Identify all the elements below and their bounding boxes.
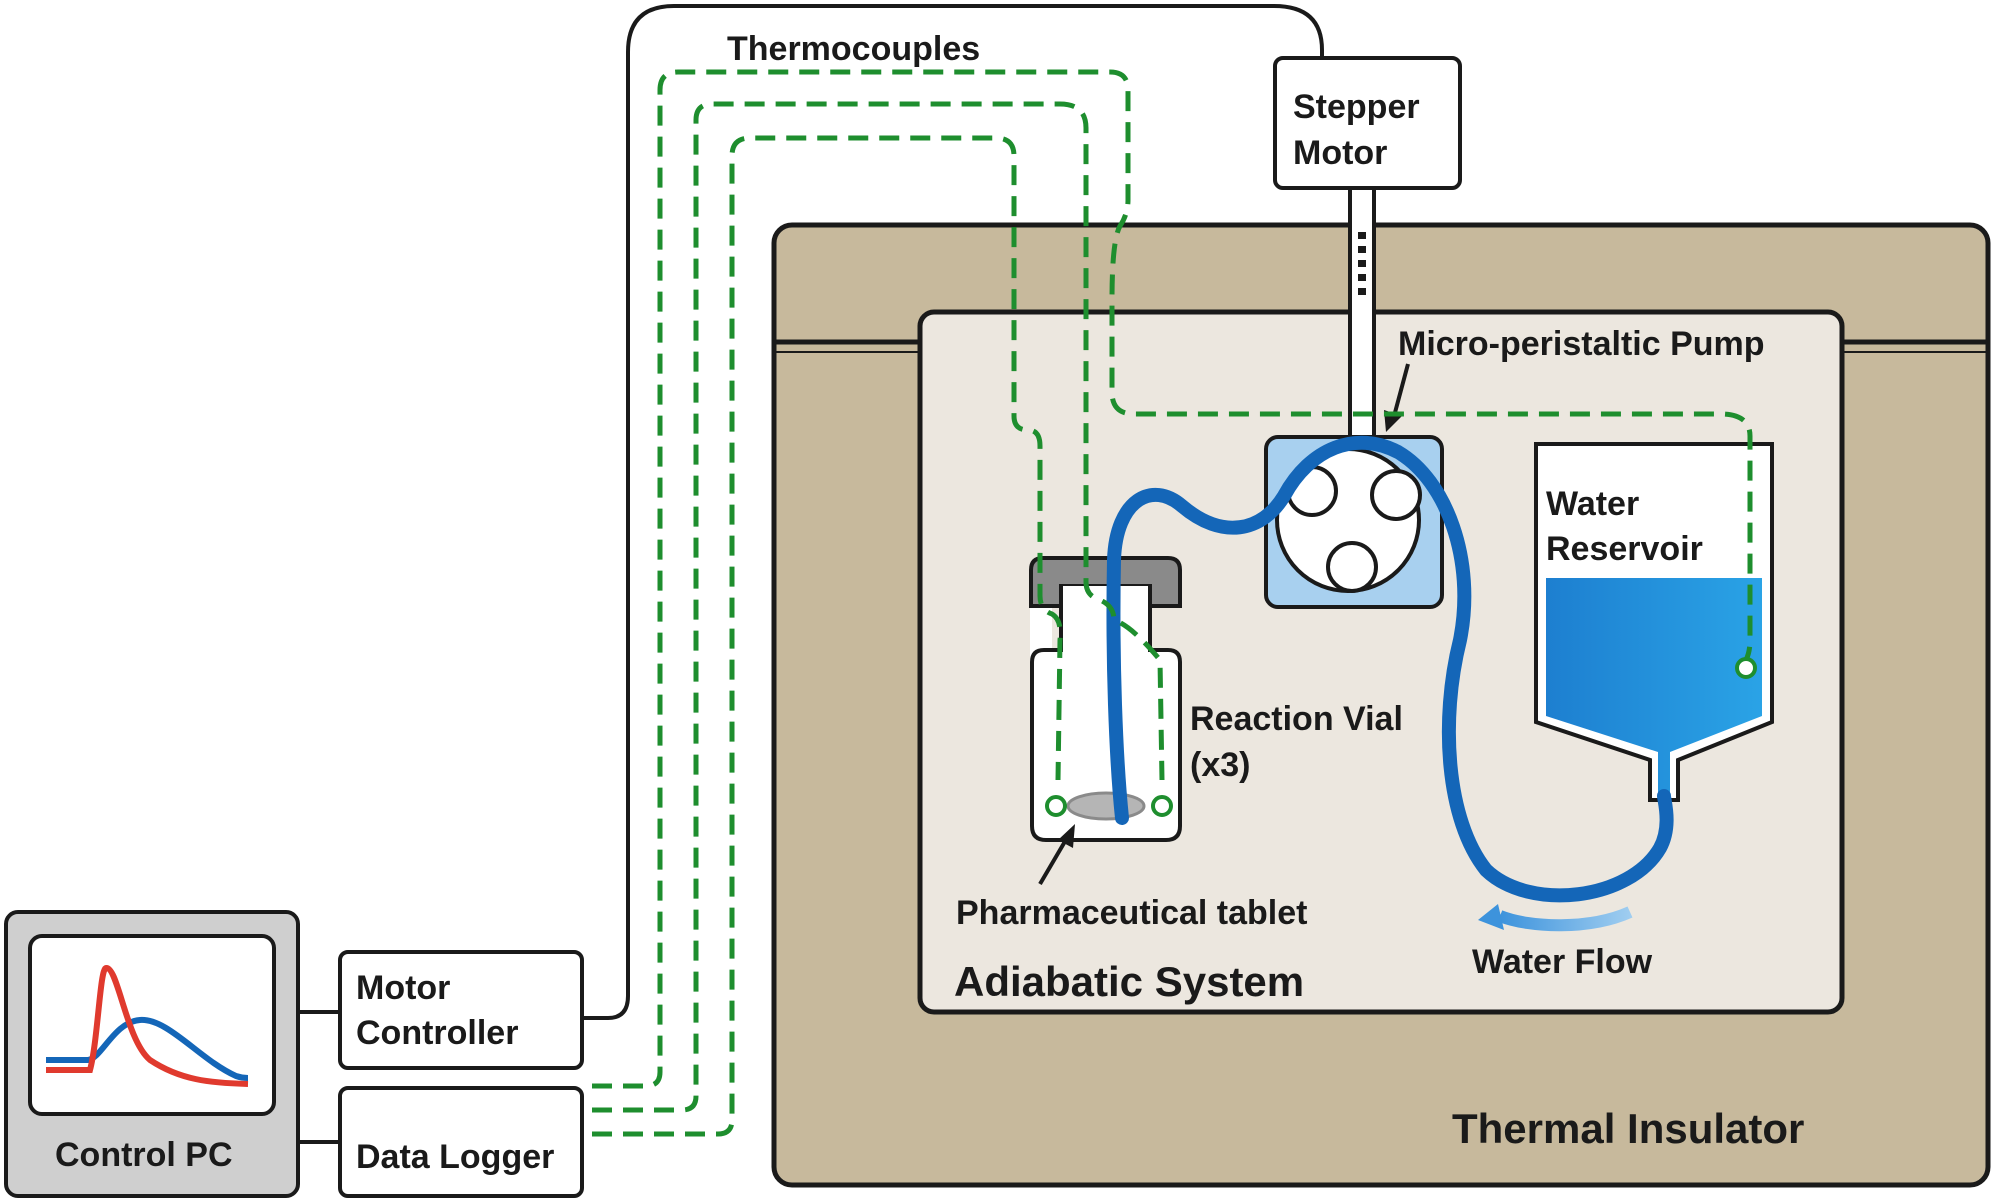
motor-controller-label-line1: Motor	[356, 969, 450, 1007]
stepper-motor: Stepper Motor	[1273, 56, 1462, 190]
thermocouple-probe-icon	[1735, 657, 1757, 679]
pump-pointer-arrow	[1391, 363, 1410, 421]
water-reservoir-label-line2: Reservoir	[1546, 530, 1703, 568]
pc-curve-blue	[46, 1017, 249, 1081]
pc-curve-red	[46, 965, 249, 1087]
tubing	[1106, 435, 1674, 903]
water-reservoir-label-line1: Water	[1546, 485, 1639, 523]
reaction-vial-label-line2: (x3)	[1190, 746, 1250, 784]
thermocouples: Thermocouples	[592, 30, 1757, 1137]
motor-controller: Motor Controller	[338, 950, 584, 1070]
tablet-pointer-arrowhead	[1058, 824, 1075, 848]
thermocouple-probe-icon	[1045, 795, 1067, 817]
motor-controller-label-line2: Controller	[356, 1014, 518, 1052]
water-flow-label: Water Flow	[1472, 943, 1653, 981]
micro-peristaltic-pump-label: Micro-peristaltic Pump	[1398, 325, 1765, 363]
reaction-vial: Reaction Vial (x3) Pharmaceutical tablet	[956, 556, 1403, 932]
control-pc: Control PC	[4, 910, 300, 1198]
pump-roller-icon	[1370, 469, 1422, 521]
motor-shaft	[1348, 186, 1376, 446]
stepper-motor-label-line2: Motor	[1293, 134, 1387, 172]
pharmaceutical-tablet	[1066, 791, 1146, 821]
pump-roller-icon	[1326, 541, 1378, 593]
thermal-insulator-label: Thermal Insulator	[1452, 1105, 1804, 1152]
thermocouples-label: Thermocouples	[727, 30, 980, 68]
pc-screen	[28, 934, 276, 1116]
water-reservoir: Water Reservoir	[1534, 442, 1774, 802]
water-flow-arrowhead	[1478, 904, 1504, 930]
reaction-vial-label-line1: Reaction Vial	[1190, 700, 1403, 738]
water-flow-arrow	[1497, 906, 1633, 932]
pharmaceutical-tablet-label: Pharmaceutical tablet	[956, 894, 1307, 932]
data-logger-label: Data Logger	[356, 1138, 554, 1176]
water-fill	[1546, 578, 1762, 796]
thermocouple-probe-icon	[1151, 795, 1173, 817]
motor-control-cable	[582, 4, 1324, 1020]
stepper-motor-label-line1: Stepper	[1293, 88, 1420, 126]
tablet-pointer-arrow	[1038, 836, 1069, 886]
adiabatic-system-label: Adiabatic System	[954, 958, 1304, 1005]
micro-peristaltic-pump: Micro-peristaltic Pump	[1264, 325, 1765, 609]
data-logger: Data Logger	[338, 1086, 584, 1198]
control-pc-label: Control PC	[55, 1136, 233, 1174]
